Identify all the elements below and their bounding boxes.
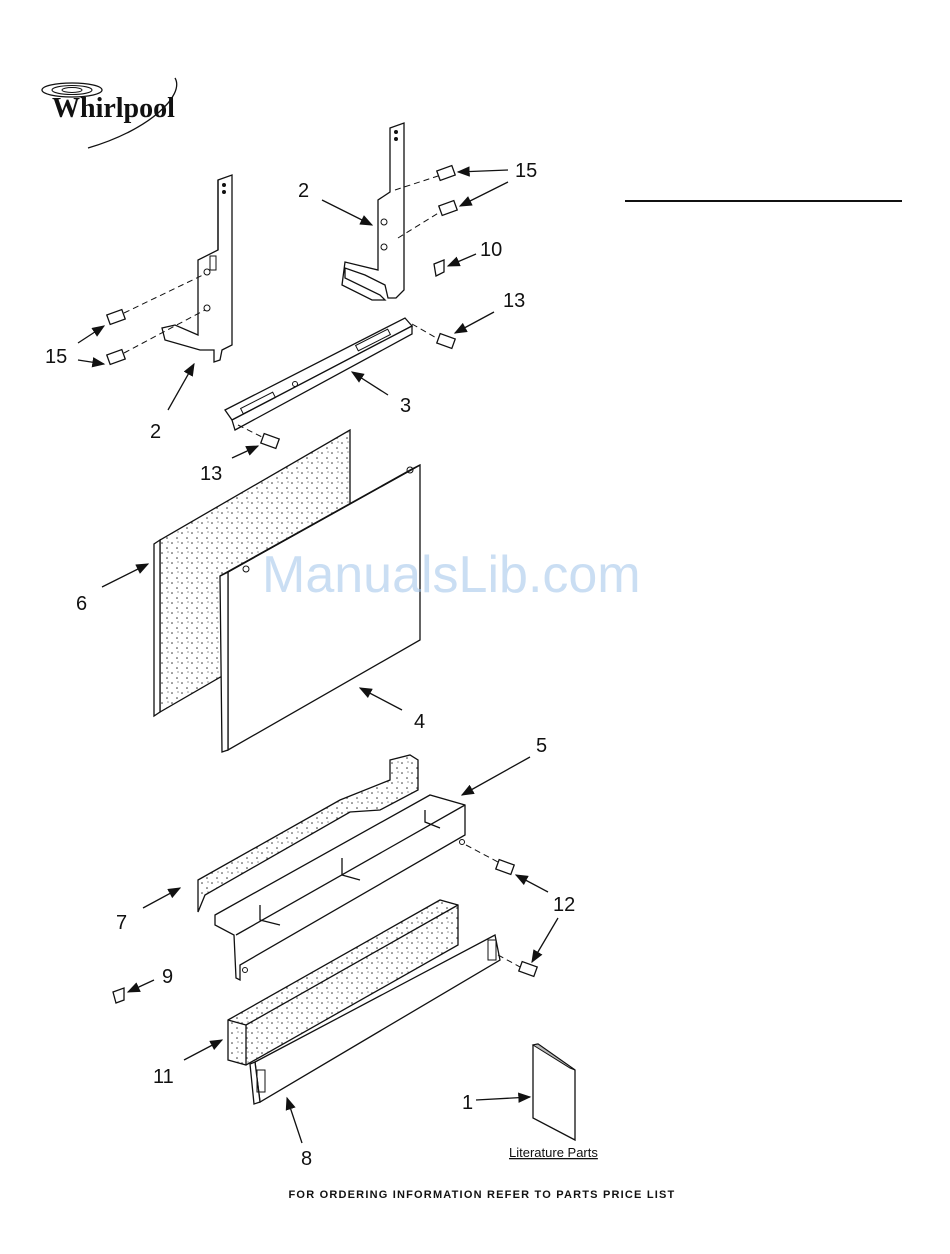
- callout-13-right: 13: [503, 290, 525, 312]
- hinge-bracket-right: [342, 123, 404, 300]
- callout-15-top: 15: [515, 160, 537, 182]
- screw-12-upper: [496, 860, 514, 875]
- screw-15-left-1: [107, 274, 205, 324]
- callout-2-left: 2: [150, 421, 161, 443]
- callout-6: 6: [76, 593, 87, 615]
- literature-booklet: [533, 1044, 575, 1140]
- callout-2-top: 2: [298, 180, 309, 202]
- callout-4: 4: [414, 711, 425, 733]
- callout-1: 1: [462, 1092, 473, 1114]
- clip-9: [113, 988, 124, 1003]
- callout-3: 3: [400, 395, 411, 417]
- footer-note: FOR ORDERING INFORMATION REFER TO PARTS …: [289, 1189, 676, 1201]
- whirlpool-logo: Whirlpool: [42, 78, 177, 148]
- screw-13-lower: [238, 425, 279, 448]
- callout-8: 8: [301, 1148, 312, 1170]
- callout-10: 10: [480, 239, 502, 261]
- clip-10: [434, 260, 444, 276]
- screw-12-lower: [519, 962, 537, 977]
- callout-13-lower: 13: [200, 463, 222, 485]
- screw-13-right: [437, 334, 455, 349]
- callout-7: 7: [116, 912, 127, 934]
- brand-name: Whirlpool: [52, 93, 175, 124]
- hinge-bracket-left: [162, 175, 232, 362]
- screw-15-top-2: [398, 201, 457, 238]
- literature-parts-label: Literature Parts: [509, 1145, 598, 1160]
- callout-9: 9: [162, 966, 173, 988]
- callout-5: 5: [536, 735, 547, 757]
- callout-11: 11: [153, 1066, 174, 1088]
- watermark: ManualsLib.com: [262, 546, 641, 604]
- callout-15-left: 15: [45, 346, 67, 368]
- callout-12: 12: [553, 894, 575, 916]
